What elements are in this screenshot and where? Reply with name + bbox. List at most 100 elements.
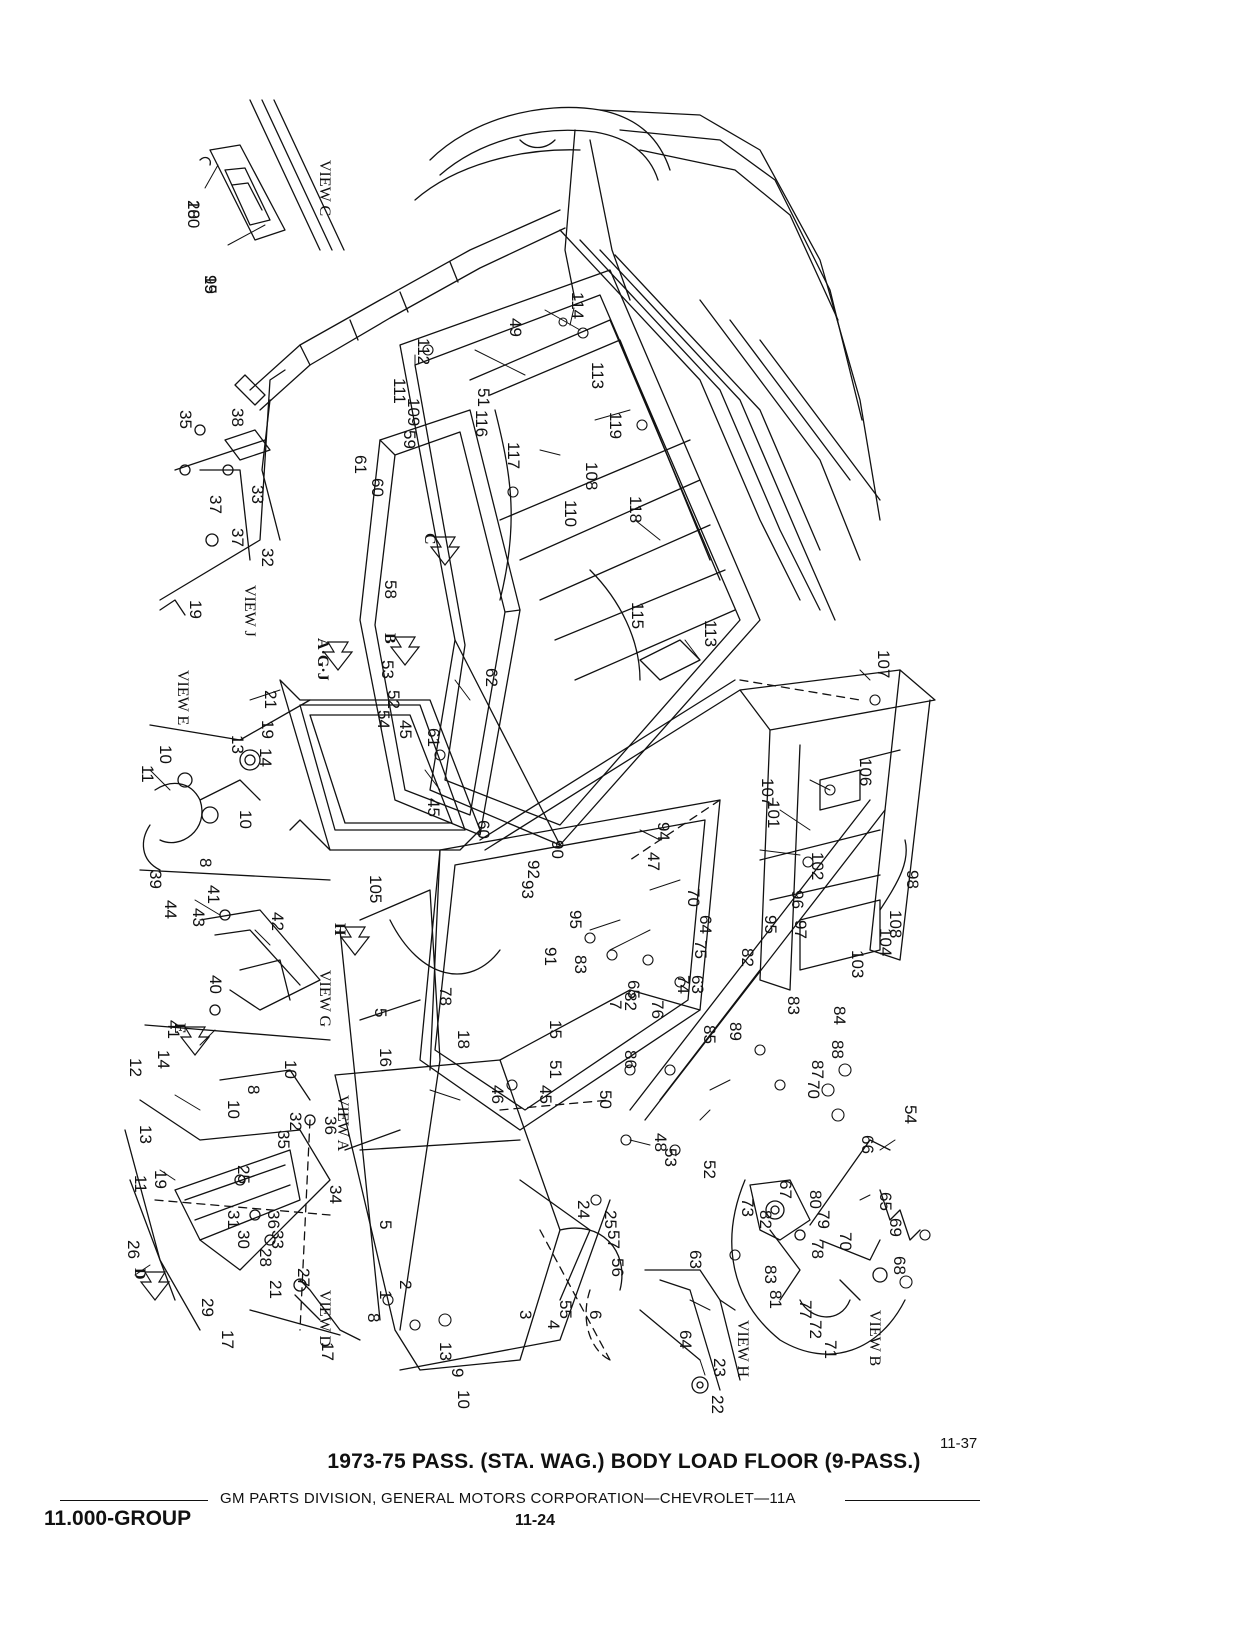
lower-floor-pan (334, 989, 701, 1371)
view-label-4: VIEW A (334, 1095, 351, 1152)
callout-11: 11 (131, 1175, 150, 1193)
callout-52: 52 (384, 690, 403, 709)
footer-rule-right (845, 1500, 980, 1501)
callout-15: 15 (201, 275, 220, 294)
callout-50: 50 (596, 1090, 615, 1109)
arrow-label-5: H (331, 923, 371, 956)
callout-95: 95 (761, 915, 780, 934)
callout-67: 67 (776, 1180, 795, 1199)
callout-96: 96 (788, 890, 807, 909)
callout-8: 8 (364, 1313, 383, 1322)
callout-57: 57 (604, 1230, 623, 1249)
callout-76: 76 (648, 1000, 667, 1019)
callout-77: 77 (796, 1300, 815, 1319)
callout-14: 14 (154, 1050, 173, 1069)
arrow-label-2: C (421, 533, 461, 566)
callout-27: 27 (294, 1268, 313, 1287)
svg-text:E: E (171, 1023, 188, 1034)
view-label-6: VIEW H (734, 1320, 751, 1377)
callout-8: 8 (196, 858, 215, 867)
callout-113: 113 (701, 620, 720, 647)
view-c-detail (199, 99, 345, 251)
callout-5: 5 (376, 1220, 395, 1229)
callout-28: 28 (184, 200, 203, 219)
callout-95: 95 (566, 910, 585, 929)
callout-62: 62 (482, 668, 501, 687)
callout-21: 21 (266, 1280, 285, 1299)
callout-80: 80 (806, 1190, 825, 1209)
callout-113: 113 (588, 362, 607, 389)
callout-25: 25 (234, 1165, 253, 1184)
view-label-5: VIEW D (316, 1290, 333, 1347)
callout-8: 8 (244, 1085, 263, 1094)
callout-33: 33 (268, 1230, 287, 1249)
callout-109: 109 (404, 398, 423, 426)
callout-106: 106 (856, 758, 875, 786)
callout-25: 25 (601, 1210, 620, 1229)
callout-15: 15 (546, 1020, 565, 1039)
callout-13: 13 (228, 735, 247, 754)
callout-47: 47 (644, 852, 663, 871)
callout-32: 32 (258, 548, 277, 567)
footer-rule-left (60, 1500, 208, 1501)
seat-cushion-panel (339, 799, 721, 1331)
callout-10: 10 (224, 1100, 243, 1119)
callout-37: 37 (206, 495, 225, 514)
callout-43: 43 (189, 908, 208, 927)
floor-hinge-rod (479, 569, 741, 851)
callout-60: 60 (474, 820, 493, 839)
callout-88: 88 (828, 1040, 847, 1059)
rear-sill-assembly (739, 669, 936, 991)
callout-79: 79 (814, 1210, 833, 1229)
callout-51: 51 (474, 388, 493, 407)
callout-72: 72 (806, 1320, 825, 1339)
roof-rail (234, 209, 566, 541)
callout-44: 44 (161, 900, 180, 919)
side-panel-lines (559, 229, 881, 621)
view-h-detail (639, 1269, 741, 1394)
callout-112: 112 (414, 338, 433, 365)
callout-11: 11 (138, 765, 157, 783)
callout-32: 32 (286, 1112, 305, 1131)
callout-18: 18 (454, 1030, 473, 1049)
callout-83: 83 (761, 1265, 780, 1284)
view-b-detail (731, 1139, 921, 1355)
callout-102: 102 (808, 852, 827, 880)
callout-107: 107 (874, 650, 893, 678)
callout-87: 87 (808, 1060, 827, 1079)
callout-49: 49 (506, 318, 525, 337)
callout-40: 40 (206, 975, 225, 994)
callout-86: 86 (621, 1050, 640, 1069)
callout-42: 42 (268, 912, 287, 931)
figure-caption: 1973-75 PASS. (STA. WAG.) BODY LOAD FLOO… (327, 1450, 921, 1473)
callout-119: 119 (606, 412, 625, 439)
callout-85: 85 (700, 1025, 719, 1044)
callout-61: 61 (351, 455, 370, 474)
callout-2: 2 (396, 1280, 415, 1289)
callout-45: 45 (396, 720, 415, 739)
callout-52: 52 (700, 1160, 719, 1179)
leader-lines (134, 164, 896, 1376)
callout-14: 14 (256, 748, 275, 767)
callout-115: 115 (628, 602, 647, 629)
phantom-lines (154, 679, 861, 1361)
svg-text:B: B (381, 633, 398, 644)
callout-116: 116 (472, 410, 491, 437)
callout-117: 117 (504, 442, 523, 469)
callout-29: 29 (198, 1298, 217, 1317)
callout-56: 56 (608, 1258, 627, 1277)
callout-1: 1 (376, 1290, 395, 1299)
view-label-3: VIEW G (316, 970, 333, 1027)
callout-33: 33 (248, 485, 267, 504)
callout-36: 36 (321, 1116, 340, 1135)
callout-41: 41 (204, 885, 223, 904)
callout-24: 24 (574, 1200, 593, 1219)
callout-23: 23 (710, 1358, 729, 1377)
callout-17: 17 (218, 1330, 237, 1349)
callout-60: 60 (368, 478, 387, 497)
callout-51: 51 (546, 1060, 565, 1079)
callout-53: 53 (661, 1148, 680, 1167)
footer-publisher: GM PARTS DIVISION, GENERAL MOTORS CORPOR… (220, 1490, 796, 1507)
rear-window-frame (279, 679, 481, 851)
